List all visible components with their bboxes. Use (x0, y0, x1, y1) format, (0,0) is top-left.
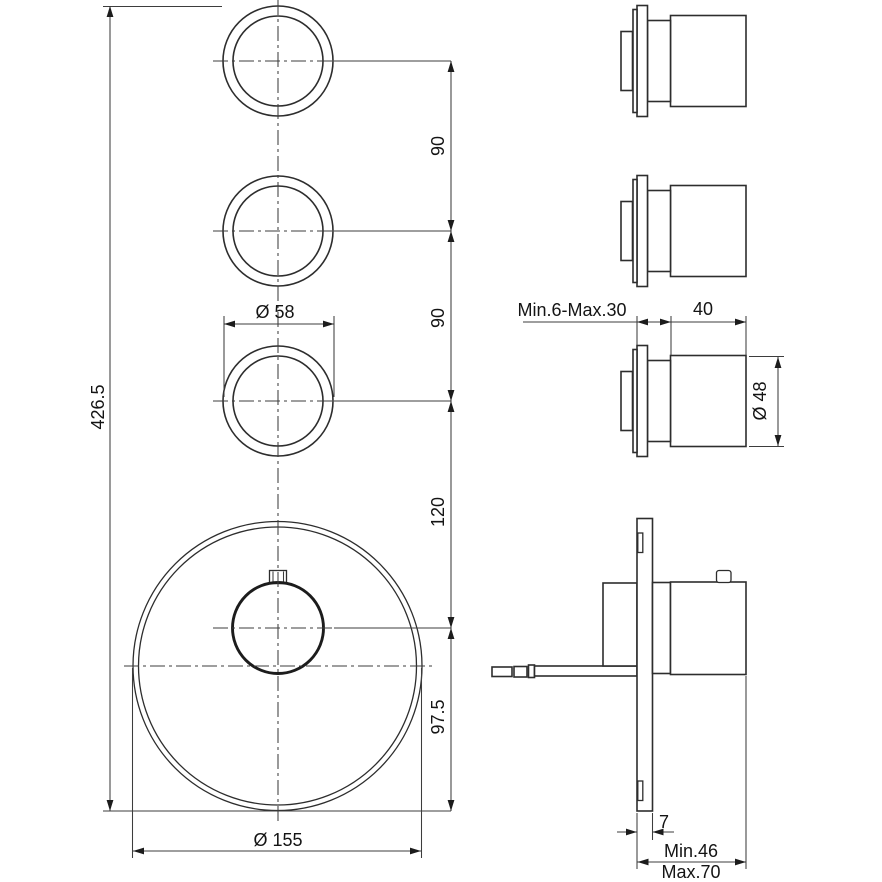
control-knob-side-3 (620, 344, 747, 458)
dimensions: 426.5 90 90 120 97.5 Ø 58 Ø 155 Min.6-Ma… (88, 5, 784, 882)
knob-diameter-label: Ø 58 (255, 302, 294, 322)
plate-clip-bottom (637, 780, 644, 802)
valve-depth-min-label: Min.46 (664, 841, 718, 861)
wall-depth-range-label: Min.6-Max.30 (517, 300, 626, 320)
handle-to-bottom-label: 97.5 (428, 699, 448, 734)
front-view (124, 0, 452, 822)
valve-depth-max-label: Max.70 (661, 862, 720, 882)
supply-pipe (533, 665, 638, 677)
knob-spacing-label-1: 90 (428, 136, 448, 156)
section-view (491, 517, 747, 812)
valve-body-behind-wall (602, 582, 638, 667)
overall-height-label: 426.5 (88, 384, 108, 429)
plate-thickness-label: 7 (659, 812, 669, 832)
wall-plate-section (636, 517, 654, 812)
handle-body-section (669, 581, 747, 676)
handle-neck-section (651, 581, 672, 675)
side-knob-diameter-label: Ø 48 (750, 381, 770, 420)
pipe-fitting-3 (527, 664, 536, 679)
handle-tab-section (715, 569, 732, 584)
knob-to-handle-label: 120 (428, 497, 448, 527)
plate-clip-top (637, 532, 644, 554)
knob-spacing-label-2: 90 (428, 308, 448, 328)
pipe-fitting-1 (491, 666, 513, 678)
plate-diameter-label: Ø 155 (253, 830, 302, 850)
control-knob-side-1 (620, 4, 747, 118)
side-view (620, 4, 747, 458)
centerlines (124, 0, 452, 822)
side-knob-length-label: 40 (693, 299, 713, 319)
pipe-fitting-2 (513, 665, 528, 678)
control-knob-side-2 (620, 174, 747, 288)
